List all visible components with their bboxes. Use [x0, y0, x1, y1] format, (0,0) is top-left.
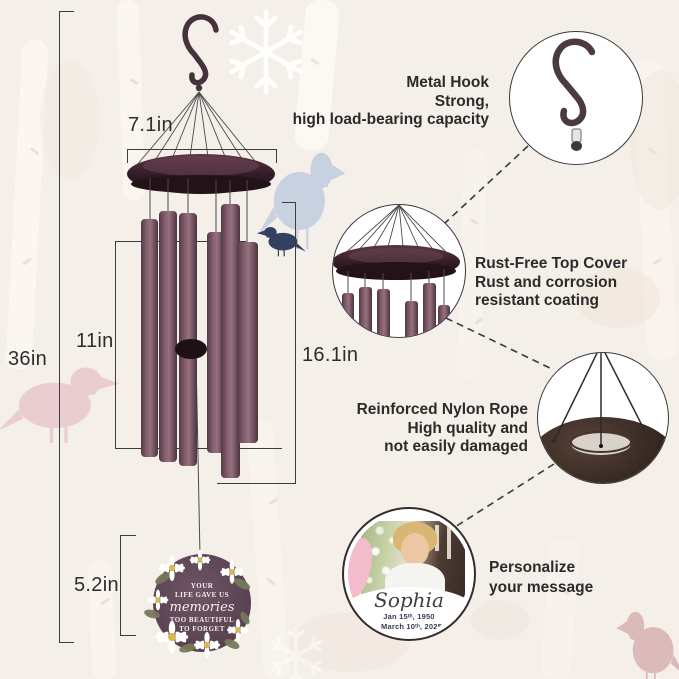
mini-tubes	[342, 283, 450, 337]
chime-tubes	[141, 211, 225, 466]
callout-text-metal-hook: Metal Hook Strong, high load-bearing cap…	[293, 74, 489, 130]
svg-text:memories: memories	[170, 600, 235, 615]
striker-disc	[175, 339, 207, 359]
portrait-face	[401, 533, 429, 566]
mini-strings	[340, 205, 452, 258]
rope-lines	[553, 353, 651, 446]
window-frame	[435, 525, 439, 551]
callout-image-metal-hook	[509, 31, 643, 165]
measurement-tube-length: 11in	[76, 330, 114, 352]
bracket-tube-length-bottom	[115, 448, 282, 449]
svg-text:TO FORGET: TO FORGET	[179, 625, 225, 633]
callout-image-top-cover	[332, 204, 466, 338]
medallion-death-date: - March 10ᵗʰ, 2025	[376, 622, 442, 631]
callout-title: Metal Hook	[406, 74, 489, 91]
callout-line: high load-bearing capacity	[292, 111, 489, 128]
svg-text:YOUR: YOUR	[191, 582, 214, 590]
callout-text-nylon-rope: Reinforced Nylon Rope High quality and n…	[357, 401, 528, 457]
measurement-total-height: 36in	[8, 348, 48, 370]
hanging-strings	[135, 91, 260, 167]
measurement-top-width: 7.1in	[128, 114, 173, 136]
pendant-leaves	[144, 571, 251, 653]
medallion-birth-date: Jan 15ᵗʰ, 1950	[383, 612, 435, 621]
svg-text:TOO BEAUTIFUL: TOO BEAUTIFUL	[170, 616, 235, 624]
measurement-pendant-height: 5.2in	[74, 574, 119, 596]
hook-swivel	[195, 84, 203, 92]
wind-chime-illustration: YOUR LIFE GAVE US memories TOO BEAUTIFUL…	[127, 14, 275, 658]
callout-text-personalize: Personalize your message	[489, 558, 593, 598]
callout-line: not easily damaged	[384, 438, 528, 455]
photo-medallion: Sophia Jan 15ᵗʰ, 1950 - March 10ᵗʰ, 2025	[348, 513, 470, 635]
callout-line: resistant coating	[475, 292, 600, 309]
top-cover	[127, 154, 275, 194]
pendant-disc: YOUR LIFE GAVE US memories TOO BEAUTIFUL…	[144, 549, 251, 658]
bracket-pendant-height	[120, 535, 136, 636]
svg-text:LIFE GAVE US: LIFE GAVE US	[175, 591, 229, 599]
window-frame	[447, 525, 451, 559]
bracket-longest-tube-bottom	[217, 483, 295, 484]
s-hook-icon	[552, 38, 596, 151]
mini-tube-strings	[347, 269, 445, 306]
callout-line: High quality and	[407, 419, 528, 437]
callout-text-top-cover: Rust-Free Top Cover Rust and corrosion r…	[475, 255, 627, 311]
chime-tubes-front	[221, 204, 258, 478]
callout-image-nylon-rope	[537, 352, 669, 484]
pendant-message: YOUR LIFE GAVE US memories TOO BEAUTIFUL…	[170, 582, 235, 633]
callout-title: Reinforced Nylon Rope	[356, 401, 528, 418]
callout-title: Personalize	[489, 559, 576, 576]
callout-title: Rust-Free Top Cover	[475, 255, 628, 272]
medallion-name: Sophia	[374, 588, 444, 612]
callout-line: Strong,	[434, 92, 489, 110]
bracket-longest-tube	[282, 202, 296, 484]
bracket-total-height	[59, 11, 74, 643]
measurement-longest-tube: 16.1in	[302, 344, 359, 366]
callout-line: Rust and corrosion	[475, 273, 618, 291]
callout-line: your message	[489, 579, 594, 596]
chime-hook	[182, 14, 219, 86]
callout-image-personalized-medallion: Sophia Jan 15ᵗʰ, 1950 - March 10ᵗʰ, 2025	[342, 507, 476, 641]
medallion-text-band: Sophia Jan 15ᵗʰ, 1950 - March 10ᵗʰ, 2025	[348, 587, 470, 635]
bracket-top-width	[127, 149, 277, 163]
